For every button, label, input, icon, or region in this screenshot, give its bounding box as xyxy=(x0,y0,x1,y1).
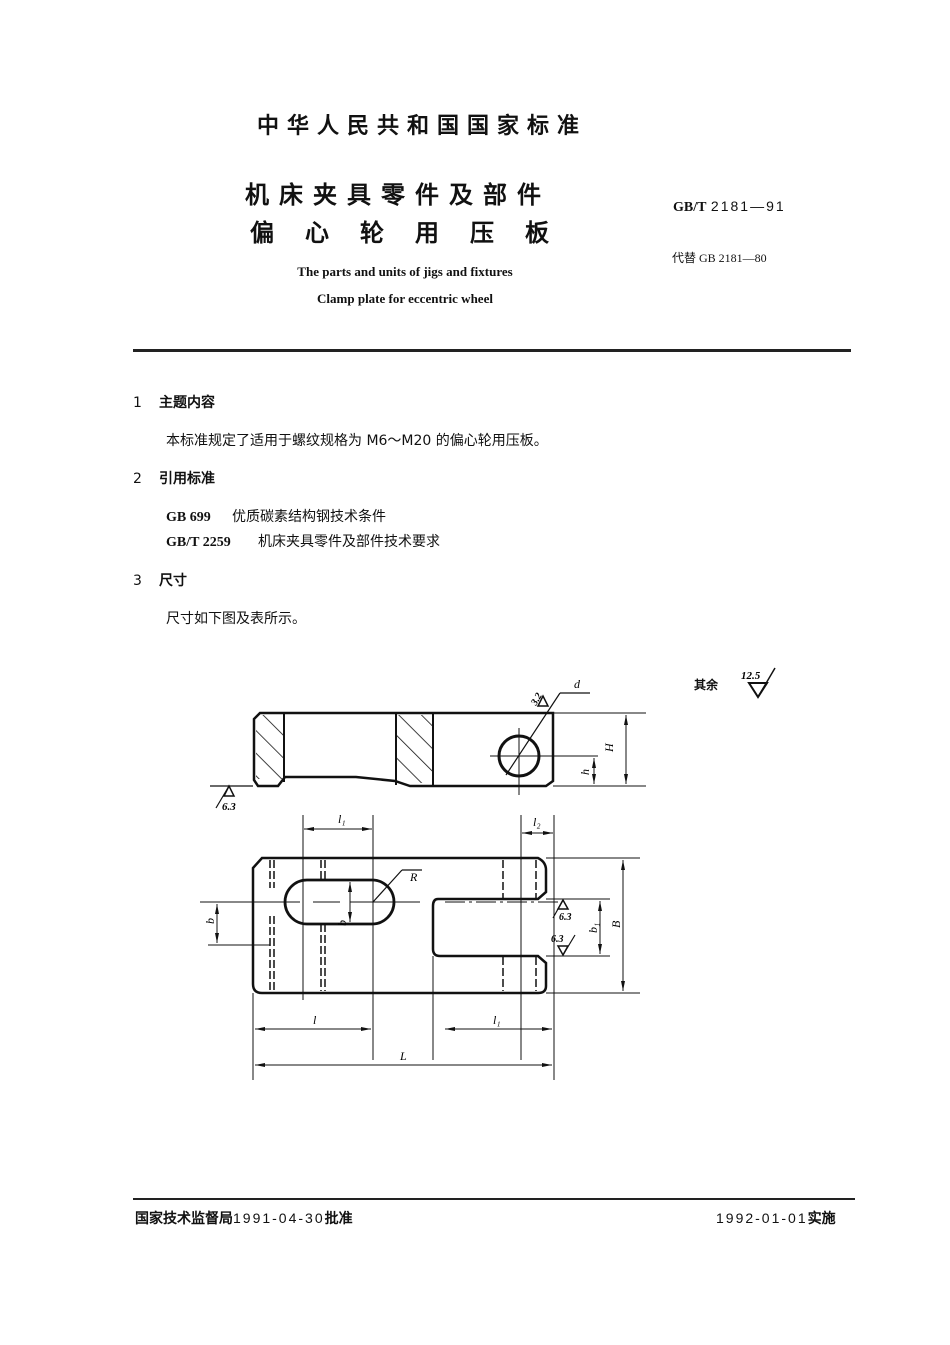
english-title-2: Clamp plate for eccentric wheel xyxy=(317,291,493,306)
reference-title: 机床夹具零件及部件技术要求 xyxy=(258,534,440,550)
roughness-symbol-rest: 12.5 xyxy=(741,667,776,699)
label-l: l xyxy=(313,1013,317,1027)
roughness-label-slot-top: 6.3 xyxy=(559,912,572,923)
label-h: h xyxy=(578,769,592,775)
english-title-1: The parts and units of jigs and fixtures xyxy=(297,264,513,279)
svg-text:12.5: 12.5 xyxy=(741,670,761,682)
plan-view xyxy=(200,815,640,1080)
section-3-heading: 3 尺寸 xyxy=(133,570,187,590)
label-b-slot: b xyxy=(335,920,349,926)
standard-number-value: 2181—91 xyxy=(710,198,786,214)
section-number: 3 xyxy=(133,573,142,589)
section-title: 引用标准 xyxy=(159,471,215,487)
section-1-text: 本标准规定了适用于螺纹规格为 M6～M20 的偏心轮用压板。 xyxy=(166,433,548,449)
label-b-left: b xyxy=(203,918,217,924)
effective-date: 1992-01-01 xyxy=(716,1210,808,1226)
roughness-label-base: 6.3 xyxy=(222,801,236,813)
approval-info: 国家技术监督局1991-04-30批准 xyxy=(135,1208,353,1228)
label-d: d xyxy=(574,677,581,691)
section-title: 尺寸 xyxy=(159,573,187,589)
title-char: 压 xyxy=(470,219,494,247)
title-line-2: 偏心轮用压板 xyxy=(250,213,580,248)
section-number: 2 xyxy=(133,471,142,487)
standard-number: GB/T 2181—91 xyxy=(673,198,786,216)
section-title: 主题内容 xyxy=(159,395,215,411)
roughness-label-slot-bottom: 6.3 xyxy=(551,934,564,945)
roughness-note: 其余 xyxy=(694,678,719,692)
section-3-text: 尺寸如下图及表所示。 xyxy=(166,611,306,627)
reference-item: GB 699 优质碳素结构钢技术条件 xyxy=(166,506,386,526)
label-R: R xyxy=(409,870,418,884)
section-1-heading: 1 主题内容 xyxy=(133,392,215,412)
label-H: H xyxy=(602,742,616,753)
title-char: 用 xyxy=(415,219,439,247)
label-L: L xyxy=(399,1049,407,1063)
title-char: 板 xyxy=(525,219,549,247)
effective-label: 实施 xyxy=(807,1211,836,1227)
title-line-1: 机床夹具零件及部件 xyxy=(245,181,551,209)
title-char: 心 xyxy=(305,219,329,247)
label-B: B xyxy=(609,920,623,928)
label-b1: b₁ xyxy=(586,923,600,933)
reference-code: GB 699 xyxy=(166,510,211,525)
reference-item: GB/T 2259 机床夹具零件及部件技术要求 xyxy=(166,531,440,551)
approve-label: 批准 xyxy=(324,1211,353,1227)
effective-info: 1992-01-01实施 xyxy=(716,1208,836,1228)
label-l1: l₁ xyxy=(338,812,346,826)
approve-date: 1991-04-30 xyxy=(233,1210,325,1226)
national-standard-heading: 中华人民共和国国家标准 xyxy=(257,114,588,139)
reference-title: 优质碳素结构钢技术条件 xyxy=(232,509,386,525)
label-l2: l₂ xyxy=(533,815,541,829)
replaces-note: 代替 GB 2181—80 xyxy=(672,251,767,265)
side-section-view xyxy=(210,692,646,809)
section-number: 1 xyxy=(133,395,142,411)
title-char: 偏 xyxy=(250,219,274,247)
section-2-heading: 2 引用标准 xyxy=(133,468,215,488)
standard-prefix: GB/T xyxy=(673,200,707,215)
issuer: 国家技术监督局 xyxy=(135,1211,233,1227)
label-l1-bottom: l₁ xyxy=(493,1013,501,1027)
reference-code: GB/T 2259 xyxy=(166,535,231,550)
footer-divider xyxy=(133,1198,855,1200)
title-char: 轮 xyxy=(360,219,384,247)
header-divider xyxy=(133,349,851,352)
